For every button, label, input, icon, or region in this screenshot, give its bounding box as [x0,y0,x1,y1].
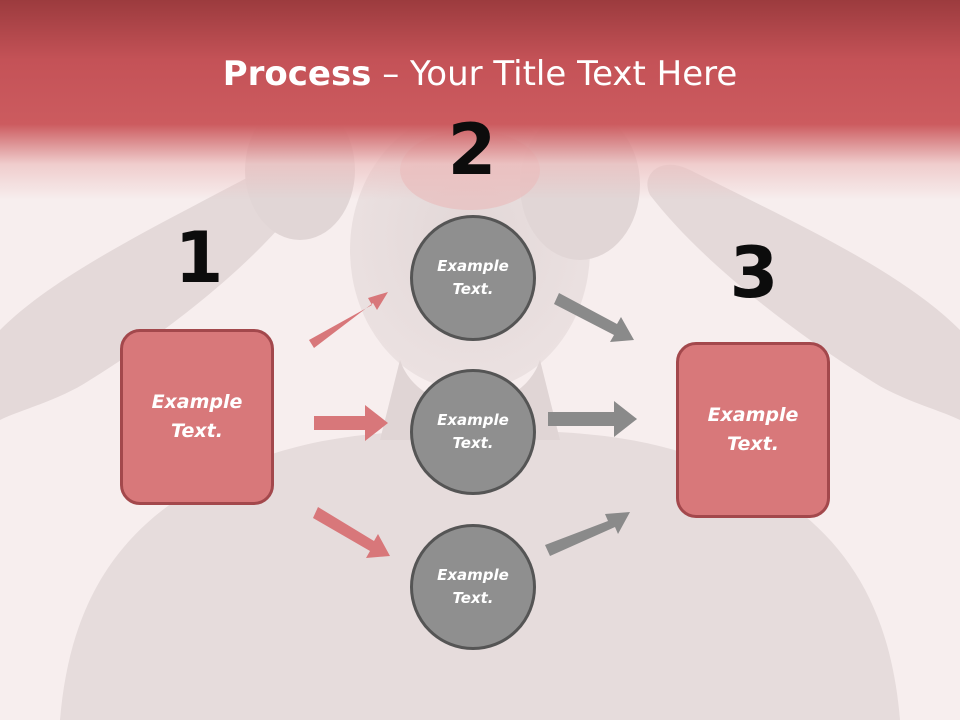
arrow-red-up [309,292,388,348]
arrow-red-straight [314,405,388,441]
arrow-gray-up [545,512,630,556]
circle-top-label: Example Text. [437,257,509,298]
circle-bottom-label: Example Text. [437,566,509,607]
circle-bottom: Example Text. [410,524,536,650]
arrow-gray-down [554,293,634,342]
circle-top: Example Text. [410,215,536,341]
title-band [0,0,960,200]
circle-middle: Example Text. [410,369,536,495]
source-box: Example Text. [120,329,274,505]
slide-title: Process – Your Title Text Here [0,52,960,96]
step-number-1: 1 [174,217,224,299]
arrow-red-down [313,507,390,558]
source-box-label: Example Text. [151,391,243,442]
arrow-gray-straight [548,401,637,437]
title-bold: Process [222,54,372,94]
target-box-label: Example Text. [707,404,799,455]
step-number-3: 3 [729,232,779,314]
title-rest: – Your Title Text Here [371,54,738,94]
circle-middle-label: Example Text. [437,411,509,452]
step-number-2: 2 [447,109,497,191]
target-box: Example Text. [676,342,830,518]
